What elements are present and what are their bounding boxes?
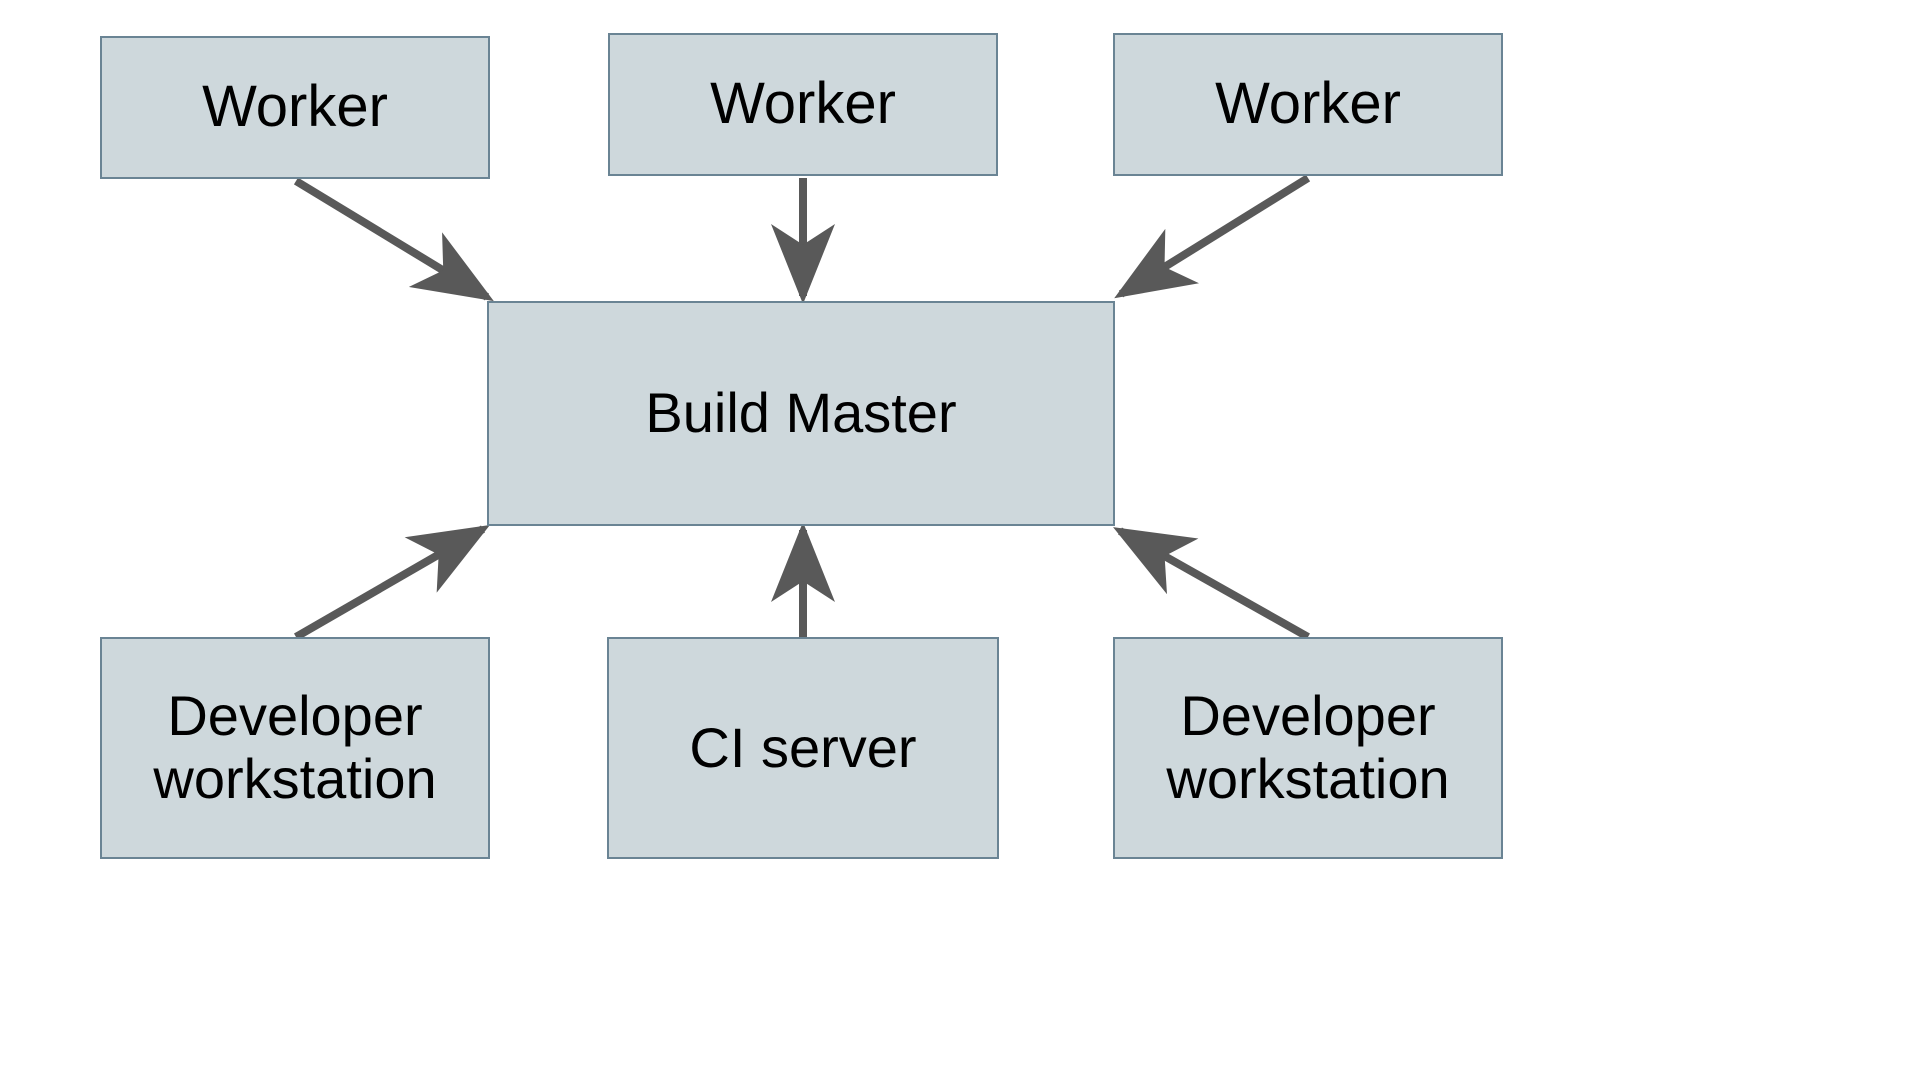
node-label: Worker	[202, 74, 388, 140]
node-label: Worker	[1215, 71, 1401, 137]
node-worker-1[interactable]: Worker	[100, 36, 490, 179]
node-build-master[interactable]: Build Master	[487, 301, 1115, 526]
node-label: CI server	[689, 715, 917, 779]
node-worker-3[interactable]: Worker	[1113, 33, 1503, 176]
edge-dev-left-to-build-master	[293, 524, 490, 641]
node-label: Worker	[710, 71, 896, 137]
node-label: Build Master	[645, 381, 957, 445]
node-label: Developer workstation	[153, 684, 437, 810]
edge-worker-1-to-build-master	[293, 177, 494, 302]
node-developer-workstation-right[interactable]: Developer workstation	[1113, 637, 1503, 859]
node-label: Developer workstation	[1166, 684, 1450, 810]
node-worker-2[interactable]: Worker	[608, 33, 998, 176]
node-developer-workstation-left[interactable]: Developer workstation	[100, 637, 490, 859]
node-ci-server[interactable]: CI server	[607, 637, 999, 859]
edge-worker-3-to-build-master	[1114, 174, 1311, 299]
edge-dev-right-to-build-master	[1113, 527, 1310, 641]
